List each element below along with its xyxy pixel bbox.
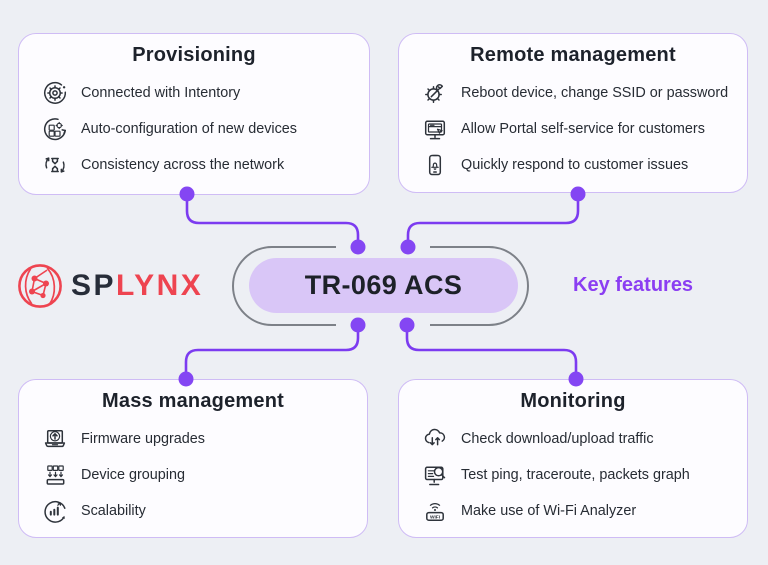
brand-wordmark: SPLYNX (71, 262, 203, 310)
boxes-gear-icon (43, 118, 66, 141)
card-rows: Check download/upload traffic Test ping,… (399, 421, 747, 529)
brand-suffix: LYNX (116, 269, 204, 302)
feature-text: Consistency across the network (81, 157, 285, 173)
monitor-magnifier-icon (424, 466, 446, 486)
monitor-window-icon (424, 120, 446, 140)
bar-chart-circle-icon (44, 500, 66, 523)
card-rows: Connected with Intentory Auto-configurat… (19, 75, 369, 183)
feature-text: Quickly respond to customer issues (461, 157, 689, 173)
feature-text: Firmware upgrades (81, 431, 205, 447)
list-item: Quickly respond to customer issues (399, 147, 747, 183)
phone-bell-icon (428, 154, 442, 176)
card-mass-management: Mass management Firmware upgrades (18, 379, 368, 538)
wifi-router-icon: WIFI (426, 503, 444, 521)
list-item: Reboot device, change SSID or password (399, 75, 747, 111)
list-item: Scalability (19, 493, 367, 529)
card-title-mass-management: Mass management (102, 390, 284, 412)
splynx-globe-network-icon (18, 264, 62, 308)
gear-circle-icon (43, 81, 67, 104)
gear-wrench-icon (425, 84, 444, 103)
feature-text: Connected with Intentory (81, 85, 241, 101)
list-item: Device grouping (19, 457, 367, 493)
key-features-label: Key features (573, 274, 694, 296)
wifi-label: WIFI (430, 514, 441, 520)
list-item: Check download/upload traffic (399, 421, 747, 457)
card-rows: Reboot device, change SSID or password A… (399, 75, 747, 183)
boxes-tray-icon (46, 465, 65, 485)
card-remote-management: Remote management Reboot device, change … (398, 33, 748, 193)
card-title-provisioning: Provisioning (132, 44, 256, 66)
list-item: Consistency across the network (19, 147, 369, 183)
list-item: Test ping, traceroute, packets graph (399, 457, 747, 493)
list-item: Auto-configuration of new devices (19, 111, 369, 147)
center-pill-tr069-acs: TR-069 ACS (249, 258, 518, 313)
feature-text: Auto-configuration of new devices (81, 121, 297, 137)
list-item: Connected with Intentory (19, 75, 369, 111)
splynx-logo: SPLYNX (16, 262, 203, 310)
feature-text: Scalability (81, 503, 146, 519)
laptop-upload-icon (44, 429, 66, 448)
feature-text: Make use of Wi-Fi Analyzer (461, 503, 637, 519)
connector-monitoring (405, 323, 578, 381)
card-provisioning: Provisioning Connected with Intentory (18, 33, 370, 195)
card-title-monitoring: Monitoring (520, 390, 626, 412)
card-rows: Firmware upgrades Device grouping (19, 421, 367, 529)
hourglass-sync-icon (45, 157, 65, 173)
brand-prefix: SP (71, 269, 117, 302)
feature-text: Check download/upload traffic (461, 431, 654, 447)
cloud-arrows-icon (424, 428, 446, 446)
list-item: WIFI Make use of Wi-Fi Analyzer (399, 493, 747, 529)
connector-provisioning (185, 192, 360, 249)
list-item: Allow Portal self-service for customers (399, 111, 747, 147)
feature-text: Reboot device, change SSID or password (461, 85, 729, 101)
feature-text: Device grouping (81, 467, 185, 483)
card-title-remote-management: Remote management (470, 44, 676, 66)
connector-mass-management (184, 323, 360, 381)
card-monitoring: Monitoring Check download/upload traffic (398, 379, 748, 538)
feature-text: Allow Portal self-service for customers (461, 121, 705, 137)
feature-text: Test ping, traceroute, packets graph (461, 467, 690, 483)
list-item: Firmware upgrades (19, 421, 367, 457)
connector-remote-management (406, 192, 580, 249)
